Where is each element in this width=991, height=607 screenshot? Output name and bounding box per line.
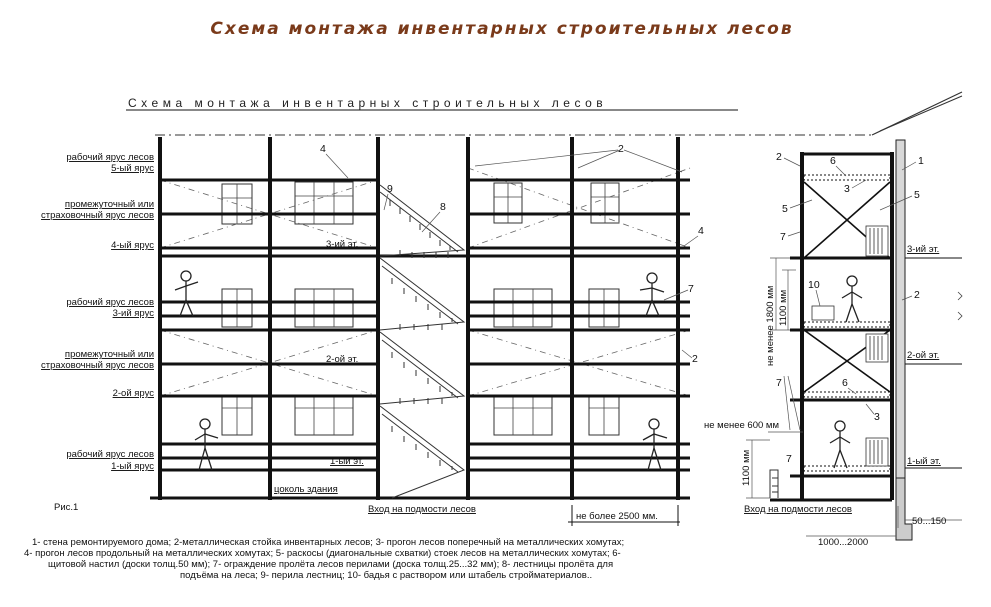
stair-flights: [379, 184, 466, 499]
worker-figure-right-mid: [639, 272, 665, 317]
scaffold-ledgers: [150, 178, 690, 500]
section-callout-7-upper: 7: [780, 231, 786, 243]
label-work-tier-5: рабочий ярус лесов: [66, 152, 154, 163]
callout-4-right: 4: [698, 225, 704, 237]
section-callout-2-right: 2: [914, 289, 920, 301]
dim-min-1800: не менее 1800 мм: [765, 286, 776, 366]
section-callout-3-lower: 3: [874, 411, 880, 423]
windows: [221, 181, 620, 436]
callout-7-front: 7: [688, 283, 694, 295]
callout-2-top: 2: [618, 143, 624, 155]
building-wall: [895, 139, 906, 525]
span-label: не более 2500 мм.: [576, 511, 658, 522]
section-callout-3-top: 3: [844, 183, 850, 195]
plinth-label: цоколь здания: [274, 484, 338, 495]
callout-9: 9: [387, 183, 393, 195]
legend: 1- стена ремонтируемого дома; 2-металлич…: [24, 537, 624, 581]
section-callout-5-right: 5: [914, 189, 920, 201]
side-section: не менее 1800 мм 1100 мм не менее 600 мм…: [704, 91, 963, 548]
diagram-subtitle: Схема монтажа инвентарных строительных л…: [128, 96, 607, 110]
label-safety-tier-lower: страховочный ярус лесов: [41, 360, 154, 371]
worker-figure-left-mid: [174, 270, 199, 317]
tier-labels: рабочий ярус лесов 5-ый ярус промежуточн…: [41, 152, 154, 472]
worker-figures: [174, 270, 668, 471]
section-callout-6-top: 6: [830, 155, 836, 167]
entrance-label: Вход на подмости лесов: [368, 504, 476, 515]
section-callout-10: 10: [808, 279, 820, 291]
label-work-tier-1: рабочий ярус лесов: [66, 449, 154, 460]
material-stacks: [811, 225, 889, 467]
entrance-steps: [769, 469, 779, 498]
label-intermediate-tier-upper: промежуточный или: [65, 199, 154, 210]
mortar-bucket: [811, 305, 835, 321]
section-entrance-label: Вход на подмости лесов: [744, 504, 852, 515]
section-callout-1: 1: [918, 155, 924, 167]
legend-line-4: подъёма на леса; 9- перила лестниц; 10- …: [180, 570, 592, 581]
label-tier-2: 2-ой ярус: [113, 388, 155, 399]
label-tier-1: 1-ый ярус: [111, 461, 154, 472]
scaffold-posts: [158, 137, 680, 500]
section-floor-1: 1-ый эт.: [907, 456, 941, 467]
section-floor-3: 3-ий эт.: [907, 244, 939, 255]
worker-figure-right-low: [642, 418, 668, 471]
dim-50-150: 50...150: [912, 516, 946, 527]
worker-figure-left-low: [194, 418, 219, 471]
label-intermediate-tier-lower: промежуточный или: [65, 349, 154, 360]
number-callouts: 4 2 9 8 4 7 2: [320, 143, 704, 365]
dim-min-600: не менее 600 мм: [704, 420, 779, 431]
callout-4-top: 4: [320, 143, 326, 155]
label-tier-4: 4-ый ярус: [111, 240, 154, 251]
section-dimensions: [746, 257, 962, 537]
label-work-tier-3: рабочий ярус лесов: [66, 297, 154, 308]
dim-1100-upper: 1100 мм: [778, 290, 789, 326]
section-callout-5-left: 5: [782, 203, 788, 215]
label-tier-5: 5-ый ярус: [111, 163, 154, 174]
legend-line-2: 4- прогон лесов продольный на металличес…: [24, 548, 621, 559]
callout-8: 8: [440, 201, 446, 213]
legend-line-3: щитовой настил (доски толщ.50 мм); 7- ог…: [48, 559, 613, 570]
dim-1100-lower: 1100 мм: [741, 450, 752, 486]
label-safety-tier-upper: страховочный ярус лесов: [41, 210, 154, 221]
section-callout-7-lower: 7: [776, 377, 782, 389]
floor-label-1: 1-ый эт.: [330, 456, 364, 467]
floor-label-2: 2-ой эт.: [326, 354, 358, 365]
legend-line-1: 1- стена ремонтируемого дома; 2-металлич…: [32, 537, 624, 548]
section-floor-2: 2-ой эт.: [907, 350, 939, 361]
callout-2-mid: 2: [692, 353, 698, 365]
dim-1000-2000: 1000...2000: [818, 537, 868, 548]
section-callout-2-top: 2: [776, 151, 782, 163]
section-callout-6-lower: 6: [842, 377, 848, 389]
front-elevation: рабочий ярус лесов 5-ый ярус промежуточн…: [41, 134, 875, 526]
page-title: Схема монтажа инвентарных строительных л…: [210, 19, 793, 39]
section-workers: [829, 275, 863, 469]
label-tier-3: 3-ий ярус: [113, 308, 155, 319]
floor-label-3: 3-ий эт.: [326, 239, 358, 250]
section-callout-7-bottom: 7: [786, 453, 792, 465]
section-decks: [770, 152, 892, 502]
section-callouts: 2 6 1 3 5 5 7 10 2 7 6 3 7: [776, 151, 924, 465]
figure-label: Рис.1: [54, 502, 78, 513]
